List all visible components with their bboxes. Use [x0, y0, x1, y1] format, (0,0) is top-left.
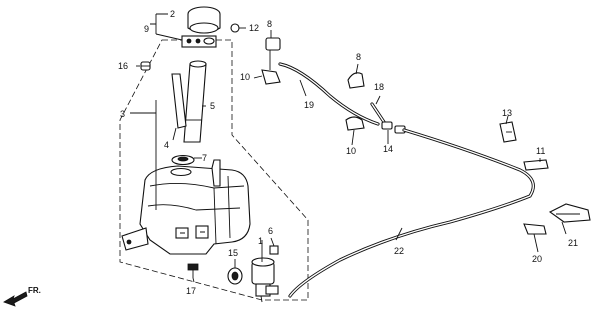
callout-1: 1	[258, 236, 263, 246]
bracket-17	[548, 203, 591, 223]
front-direction-label: FR.	[28, 286, 41, 295]
callout-10-left: 10	[240, 72, 250, 82]
screw-14	[230, 23, 246, 33]
callout-21: 19	[304, 100, 314, 110]
callout-20: 18	[374, 82, 384, 92]
callout-7: 7	[202, 153, 207, 163]
filler-cap	[181, 6, 221, 48]
hose-22	[288, 128, 535, 298]
washer-pump	[251, 257, 279, 303]
nozzle-left	[261, 37, 281, 85]
seal-strip	[171, 73, 187, 129]
callout-6: 6	[268, 226, 273, 236]
clip-11	[523, 159, 549, 171]
nozzle-right	[345, 72, 365, 131]
leader-lines	[130, 13, 567, 283]
clip-16	[523, 223, 547, 235]
callout-10-right: 10	[346, 146, 356, 156]
callout-19: 17	[186, 286, 196, 296]
hose-21	[278, 62, 380, 126]
assembly-outline	[119, 39, 309, 301]
filler-neck-tube	[183, 60, 207, 143]
callout-16: 20	[532, 254, 542, 264]
callout-3: 3	[120, 109, 125, 119]
callout-13: 15	[228, 248, 238, 258]
clip-15	[499, 121, 517, 143]
callout-5: 5	[210, 101, 215, 111]
callout-8-right: 8	[356, 52, 361, 62]
filter-6	[269, 245, 279, 255]
callout-14: 12	[249, 23, 259, 33]
callout-8-left: 8	[267, 19, 272, 29]
callout-numbers: 2 9 12 8 16 3 4 5 7 10 8 18 19 10 14 13 …	[118, 9, 578, 296]
callout-17: 21	[568, 238, 578, 248]
clip-18	[140, 61, 151, 71]
callout-15: 13	[502, 108, 512, 118]
bolt-19	[187, 263, 199, 278]
callout-11: 11	[536, 146, 545, 156]
callout-9: 9	[144, 24, 149, 34]
callout-4: 4	[164, 140, 169, 150]
grommet	[171, 154, 195, 166]
hose-20	[370, 102, 406, 134]
callout-2: 2	[170, 9, 175, 19]
front-arrow: FR.	[3, 286, 41, 307]
pump-grommet	[227, 267, 243, 285]
washer-reservoir	[121, 159, 251, 255]
callout-18: 16	[118, 61, 128, 71]
callout-22: 22	[394, 246, 404, 256]
callout-12: 14	[383, 144, 393, 154]
